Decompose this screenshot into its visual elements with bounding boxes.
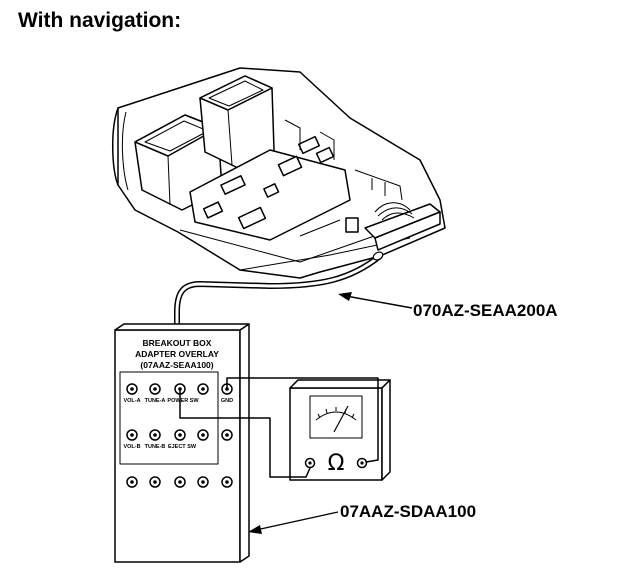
jack-label-tune-b: TUNE-B: [145, 444, 166, 450]
cup-holder-right: [199, 75, 275, 169]
ohm-symbol: Ω: [328, 451, 345, 476]
harness-connector: [345, 202, 441, 251]
diagram-heading: With navigation:: [18, 9, 181, 32]
box-title-line1: BREAKOUT BOX: [143, 338, 212, 348]
callout-harness: [338, 292, 413, 309]
jack-label-tune-a: TUNE-A: [145, 398, 166, 404]
jack-row-2: [126, 429, 233, 441]
breakout-box: BREAKOUT BOX ADAPTER OVERLAY (07AAZ-SEAA…: [114, 323, 250, 563]
breakout-box-part-number: 07AAZ-SDAA100: [340, 502, 476, 521]
control-unit-assembly: [111, 67, 446, 279]
callout-breakout-box: [248, 511, 339, 534]
jack-row-3: [126, 476, 233, 488]
jack-label-vol-a: VOL-A: [123, 398, 140, 404]
jack-label-gnd: GND: [221, 398, 233, 404]
harness-cable: [174, 251, 384, 333]
test-leads: [179, 377, 379, 478]
jack-label-eject-sw: EJECT SW: [168, 444, 197, 450]
circuit-board: [189, 119, 403, 241]
ohmmeter: Ω: [289, 379, 391, 481]
jack-label-power-sw: POWER SW: [167, 398, 199, 404]
box-title-line2: ADAPTER OVERLAY: [135, 349, 219, 359]
box-title-line3: (07AAZ-SEAA100): [140, 360, 213, 370]
harness-part-number: 070AZ-SEAA200A: [413, 301, 558, 320]
jack-label-vol-b: VOL-B: [123, 444, 140, 450]
